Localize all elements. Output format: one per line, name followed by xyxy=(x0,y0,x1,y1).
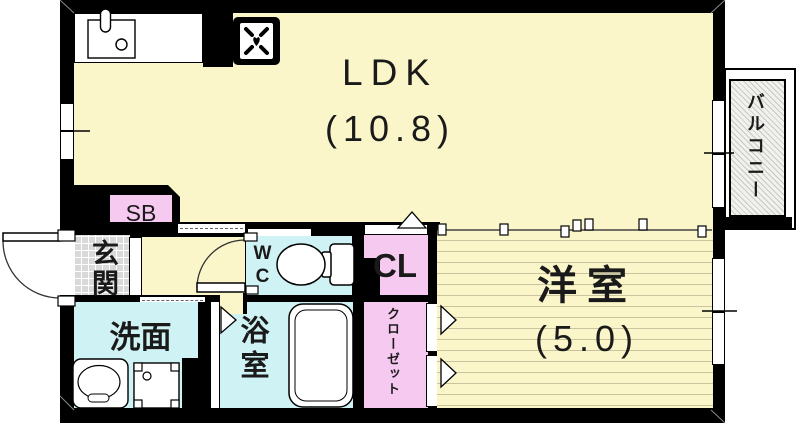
kitchen-counter xyxy=(74,13,203,63)
balcony-label: バルコニー xyxy=(745,92,765,202)
room-entrance-label: 玄関 xyxy=(88,239,118,299)
room-western-size: (5.0) xyxy=(534,318,640,359)
room-ldk-label: LDK xyxy=(342,52,438,93)
balcony-floor xyxy=(729,79,786,217)
window-western-right xyxy=(712,258,725,365)
room-western-floor xyxy=(437,230,713,408)
hallway-floor xyxy=(142,237,245,295)
entrance-step xyxy=(129,237,142,297)
hallway-notch-edge xyxy=(243,293,247,314)
bathroom-door xyxy=(210,302,220,408)
wall-wc-cl xyxy=(352,222,364,302)
room-cl-label: CL xyxy=(373,247,417,284)
hallway-notch xyxy=(220,293,243,314)
balcony-base-wall xyxy=(718,217,792,228)
pipe-space-block xyxy=(182,358,198,408)
window-ldk-left xyxy=(60,103,74,160)
wall-lower-right xyxy=(243,295,440,302)
entrance-doorway xyxy=(59,241,75,296)
cl-door-band xyxy=(364,224,428,235)
room-wc-label: WC xyxy=(252,243,273,289)
room-washroom-label: 洗面 xyxy=(109,319,172,355)
kitchen-wall-block xyxy=(203,13,233,67)
room-ldk-size: (10.8) xyxy=(324,108,456,149)
room-bathroom-label: 浴室 xyxy=(236,315,268,385)
wall-bath-closet xyxy=(353,302,364,408)
room-entrance-floor xyxy=(74,235,130,300)
cl-pipe-notch xyxy=(360,258,380,297)
room-closet-floor xyxy=(364,302,428,408)
wall-washroom-bath xyxy=(198,302,210,408)
opening-ldk-hall xyxy=(177,223,246,234)
room-western-label: 洋室 xyxy=(537,264,637,308)
room-closet-label: クローゼット xyxy=(385,307,400,397)
stove-top xyxy=(240,23,273,59)
shoe-box-label: SB xyxy=(125,200,157,226)
